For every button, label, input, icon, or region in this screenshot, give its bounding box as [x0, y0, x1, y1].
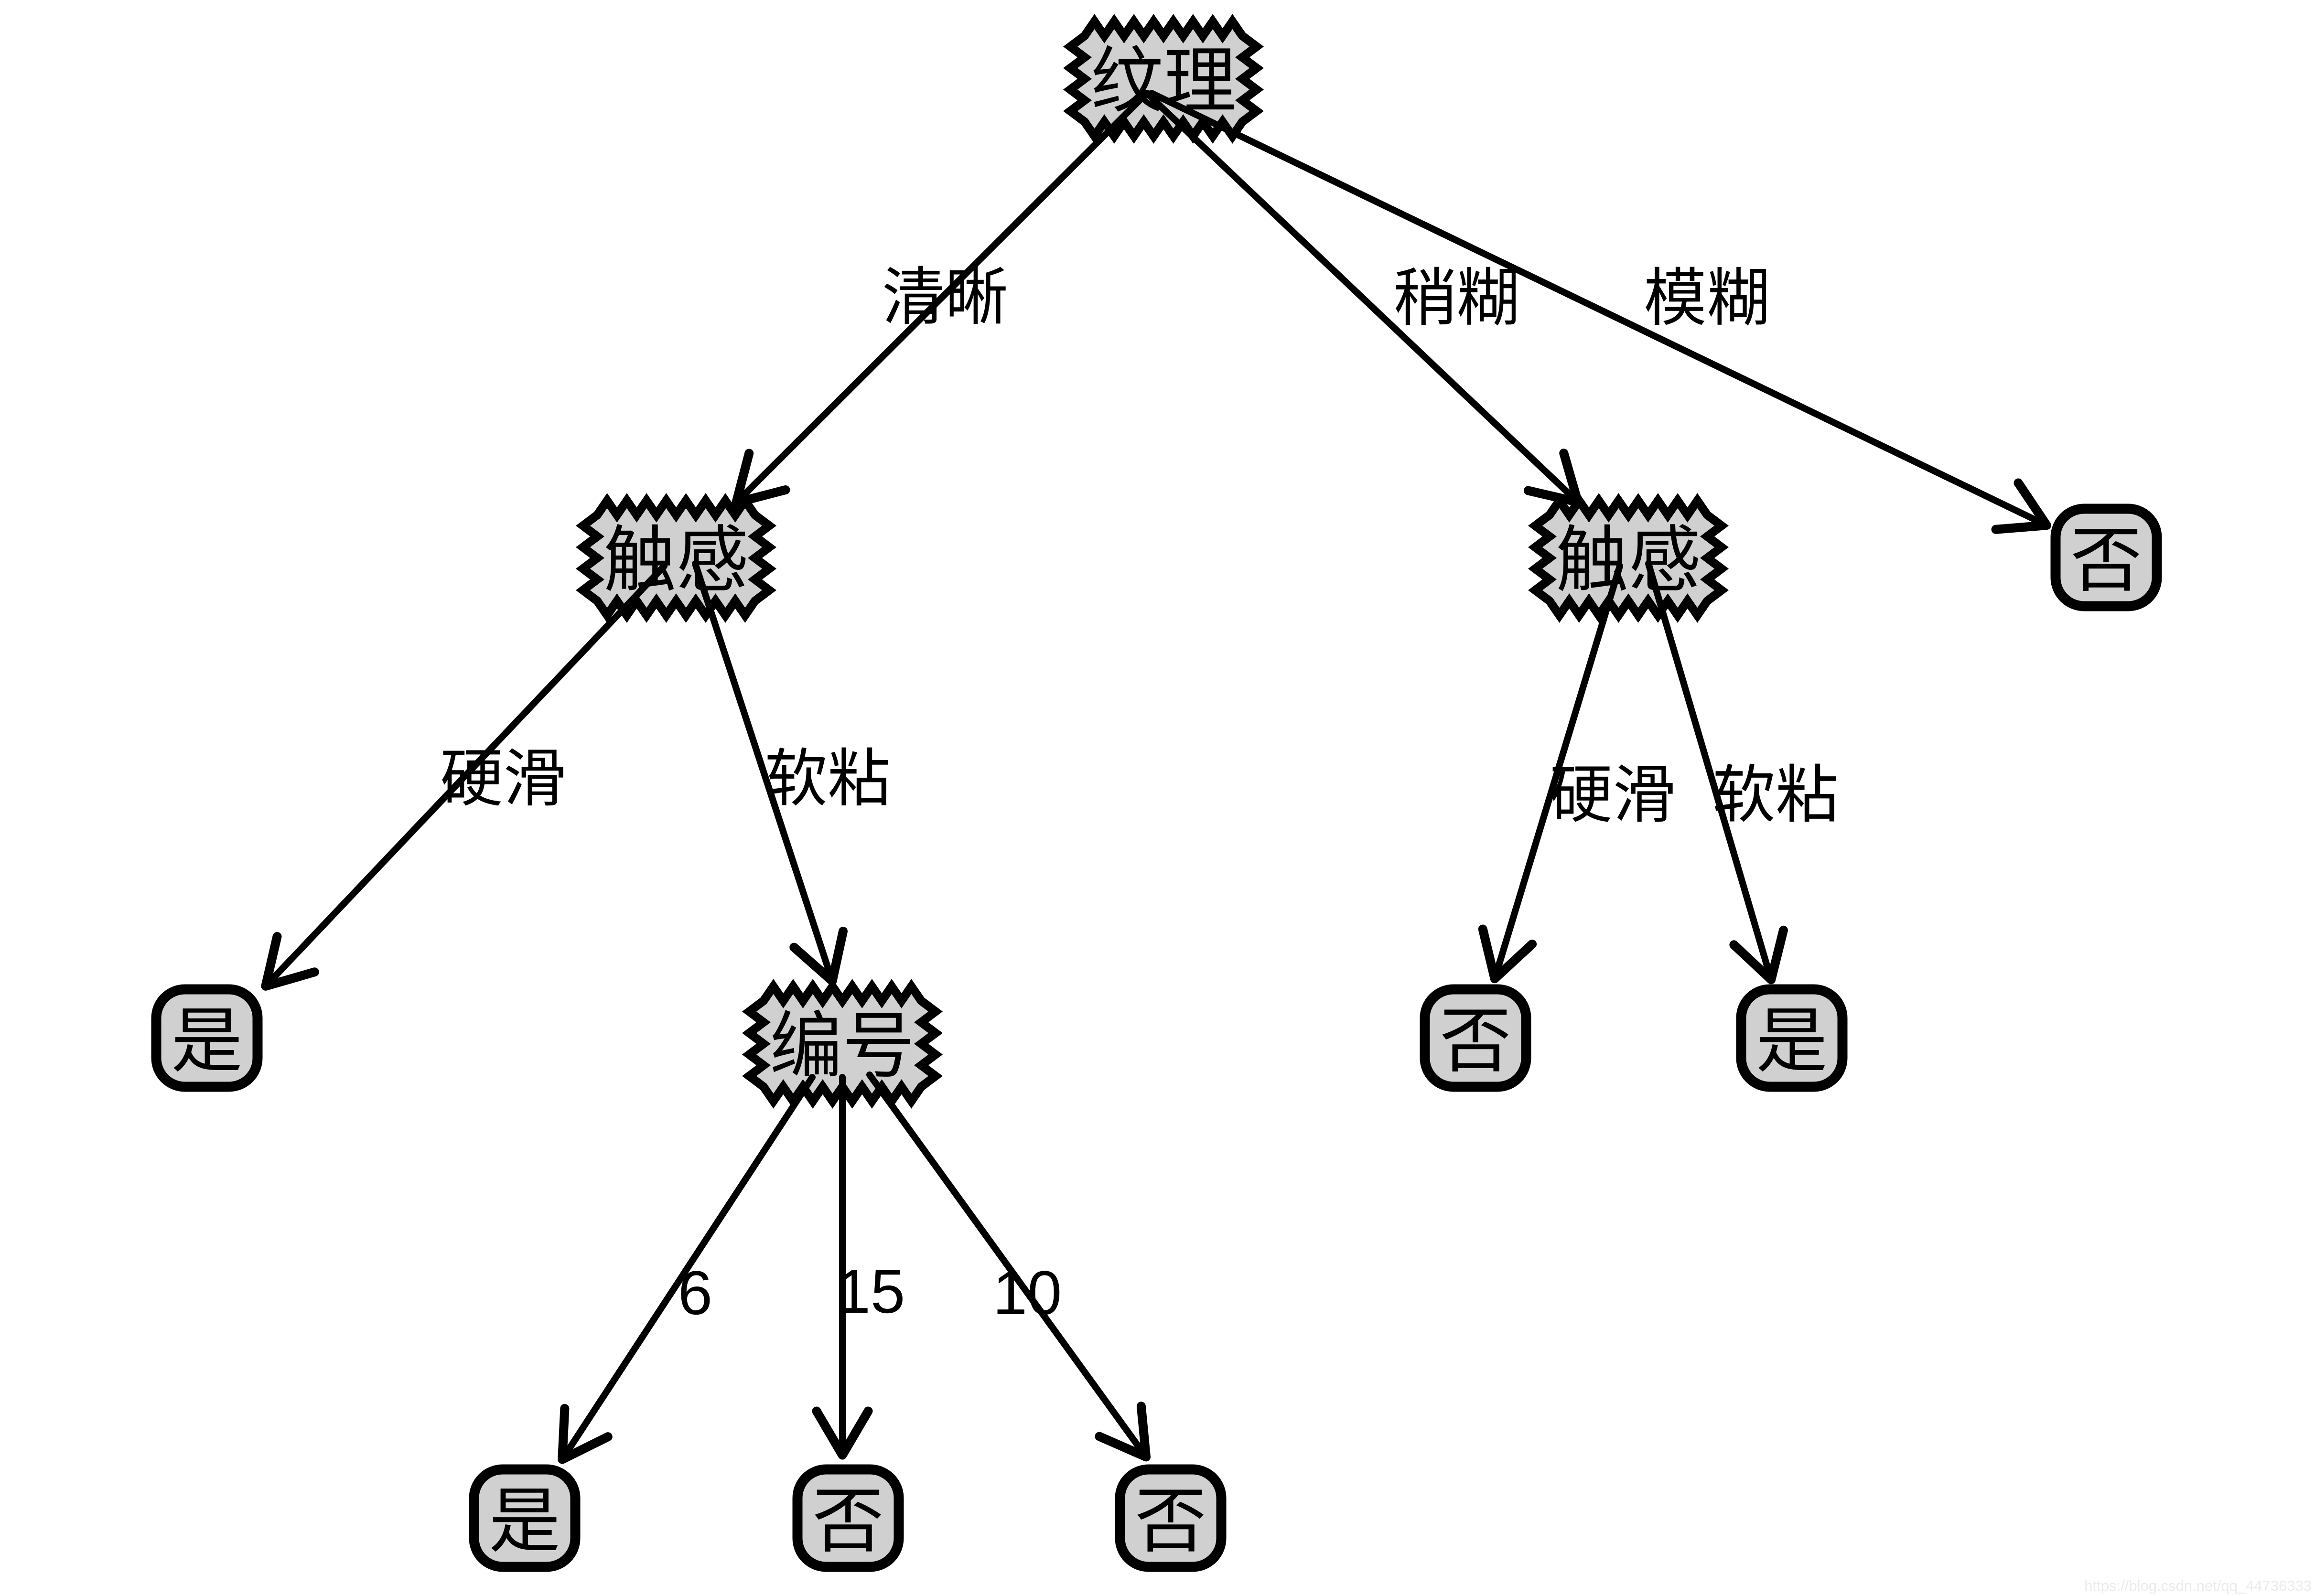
node-root-texture: 纹理: [1063, 14, 1264, 144]
leaf-no-midright: 否: [1420, 984, 1531, 1092]
leaf-label: 否: [1135, 1481, 1206, 1561]
leaf-label: 是: [171, 1001, 243, 1081]
edge-label-10: 10: [993, 1258, 1062, 1328]
node-label: 触感: [603, 520, 749, 601]
edge-label-qingxi: 清晰: [882, 262, 1008, 332]
edge-touchleft-to-yes: [261, 563, 668, 991]
edge-root-to-touch-right: [1143, 90, 1583, 507]
zigzag-border: [1528, 493, 1729, 623]
leaf-label: 是: [489, 1481, 560, 1561]
edge-touchright-to-yes: [1645, 560, 1788, 985]
edge-touchleft-to-number: [692, 560, 848, 986]
zigzag-border: [742, 979, 943, 1109]
leaf-yes-left: 是: [151, 984, 263, 1092]
leaf-label: 否: [812, 1481, 884, 1561]
edge-label-6: 6: [678, 1258, 712, 1328]
edge-root-to-no-topright: [1148, 90, 2051, 534]
leaf-border: [792, 1464, 904, 1572]
leaf-no-bottom-middle: 否: [792, 1464, 904, 1572]
edge-number-to-yes: [558, 1074, 816, 1464]
edge-label-yinghua-left: 硬滑: [440, 744, 566, 814]
node-touch-left: 触感: [576, 493, 776, 623]
edge-label-shaohu: 稍糊: [1393, 263, 1519, 333]
edge-label-ruanzhan-right: 软粘: [1712, 760, 1839, 830]
leaf-border: [2050, 503, 2162, 611]
node-label: 触感: [1556, 520, 1701, 601]
leaf-no-bottom-right: 否: [1115, 1464, 1227, 1572]
leaf-border: [151, 984, 263, 1092]
edge-root-to-touch-left: [732, 90, 1150, 507]
leaf-no-topright: 否: [2050, 503, 2162, 611]
leaf-label: 否: [2070, 520, 2142, 600]
edge-label-15: 15: [836, 1256, 905, 1326]
leaf-border: [469, 1464, 581, 1572]
leaf-border: [1420, 984, 1531, 1092]
edge-label-ruanzhan-left: 软粘: [764, 744, 891, 814]
leaf-yes-bottom: 是: [469, 1464, 581, 1572]
leaf-label: 是: [1756, 1001, 1828, 1081]
edge-number-to-no2: [866, 1071, 1151, 1462]
zigzag-border: [1063, 14, 1264, 144]
node-label: 编号: [770, 1006, 915, 1087]
leaf-label: 否: [1440, 1001, 1511, 1081]
leaf-border: [1736, 984, 1848, 1092]
edge-label-yinghua-right: 硬滑: [1550, 760, 1676, 830]
node-number: 编号: [742, 979, 943, 1109]
leaf-border: [1115, 1464, 1227, 1572]
zigzag-border: [576, 493, 776, 623]
node-touch-right: 触感: [1528, 493, 1729, 623]
watermark-url: https://blog.csdn.net/qq_44736333: [2084, 1577, 2312, 1594]
leaf-yes-right: 是: [1736, 984, 1848, 1092]
edge-label-mohu: 模糊: [1644, 263, 1770, 333]
edge-touchright-to-no: [1478, 563, 1623, 984]
